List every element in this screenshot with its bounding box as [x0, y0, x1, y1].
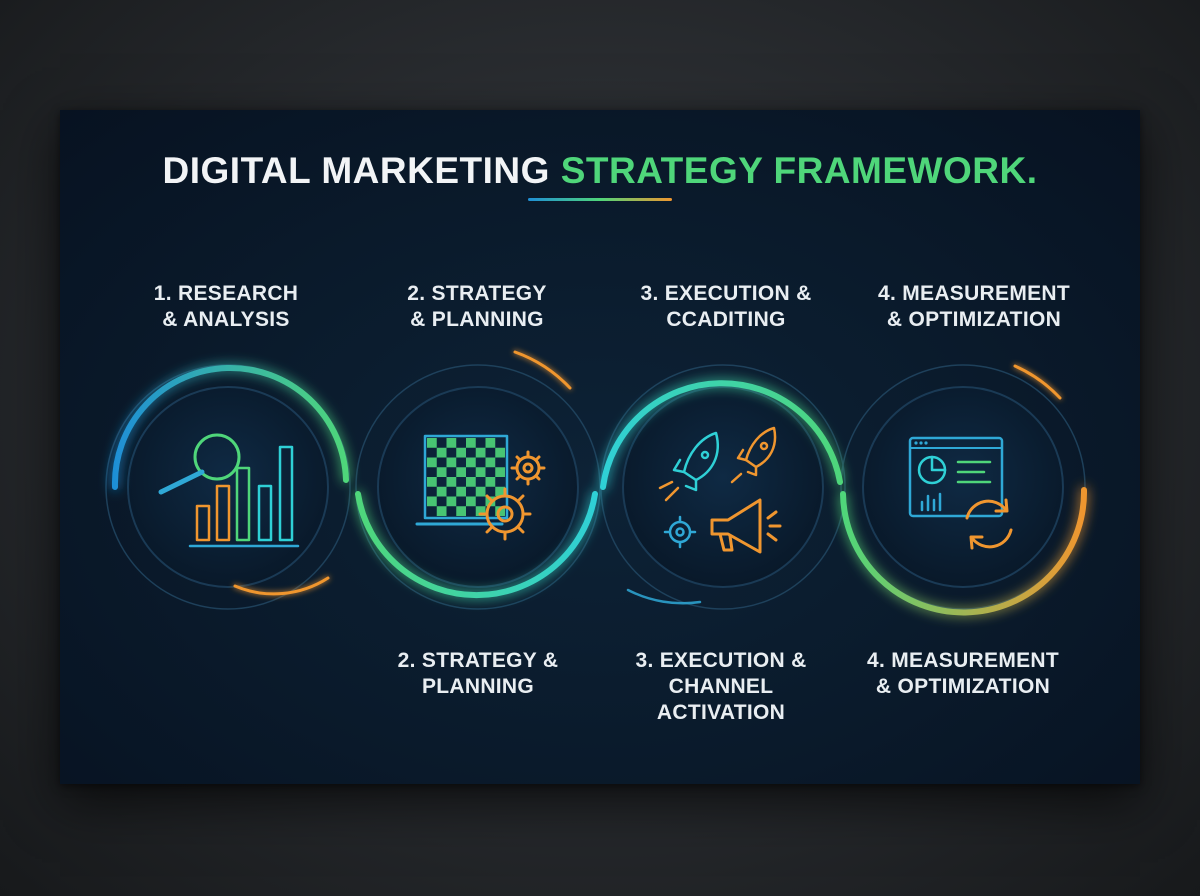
rocket-right — [730, 426, 777, 484]
chart-bar-2 — [215, 484, 231, 542]
stage-3-label-bottom-line2: CHANNEL — [668, 675, 774, 698]
chessboard-frame — [423, 434, 509, 520]
wave-arc-4 — [840, 487, 1088, 616]
megaphone — [710, 498, 782, 554]
magnifier-bar-chart-icon — [158, 433, 300, 548]
stage-3-label-bottom-line3: ACTIVATION — [656, 701, 786, 724]
stage-1-label-top: 1. RESEARCH & ANALYSIS — [106, 281, 346, 333]
chessboard-square — [485, 477, 496, 487]
refresh-arrows — [965, 498, 1013, 550]
stage-4-label-top-line1: 4. MEASUREMENT — [877, 282, 1071, 305]
chessboard-square — [485, 457, 496, 468]
stage-4-label-top: 4. MEASUREMENT & OPTIMIZATION — [854, 281, 1094, 333]
framework-panel: DIGITAL MARKETING STRATEGY FRAMEWORK. 1.… — [60, 110, 1140, 784]
chart-bar-4 — [257, 484, 273, 542]
stage-4-label-bottom-line1: 4. MEASUREMENT — [866, 649, 1060, 672]
magnifier-lens — [193, 433, 241, 481]
chessboard-square — [466, 438, 476, 448]
stage-4-label-bottom-line2: & OPTIMIZATION — [875, 675, 1051, 698]
chessboard-square — [446, 496, 457, 507]
wave-arc-3 — [600, 380, 843, 490]
magnifier-handle — [158, 469, 205, 495]
chessboard-square — [495, 486, 505, 497]
stage-4-label-bottom: 4. MEASUREMENT & OPTIMIZATION — [843, 648, 1083, 700]
chessboard-square — [485, 438, 496, 448]
page-title: DIGITAL MARKETING STRATEGY FRAMEWORK. — [60, 150, 1140, 192]
gear-large — [478, 487, 532, 541]
chessboard-square — [427, 457, 437, 468]
chessboard-square — [446, 457, 457, 468]
chessboard-square — [446, 477, 457, 487]
stage-4-disc — [862, 386, 1064, 588]
chessboard-square — [495, 467, 505, 477]
chessboard-gears-icon — [415, 434, 546, 541]
stage-1-label-top-line1: 1. RESEARCH — [153, 282, 299, 305]
stage-2-label-top: 2. STRATEGY & PLANNING — [357, 281, 597, 333]
wave-arc-1 — [111, 364, 349, 490]
chart-bar-3 — [235, 466, 251, 542]
window-dots — [914, 441, 928, 445]
accent-arc-2 — [513, 350, 572, 390]
chessboard-square — [436, 447, 447, 458]
glowing-connector-wave — [111, 364, 1088, 616]
chart-bar-5 — [278, 445, 294, 542]
accent-blue-arcs — [626, 588, 702, 605]
chessboard-square — [427, 496, 437, 507]
dashboard-lines — [956, 460, 992, 484]
rocket-left — [658, 431, 719, 502]
stage-4-outer-ring — [840, 364, 1086, 610]
chessboard-square — [475, 467, 486, 477]
chessboard-square — [475, 447, 486, 458]
rockets-megaphone-gear-icon — [658, 426, 782, 554]
dashboard-mini-bars — [920, 492, 942, 512]
wave-arc-2 — [355, 491, 598, 599]
title-part-2-highlight: STRATEGY FRAMEWORK. — [560, 150, 1038, 191]
stage-3-label-bottom-line1: 3. EXECUTION & — [635, 649, 807, 672]
chessboard-square — [456, 467, 466, 477]
stage-3-disc — [622, 386, 824, 588]
gear-small — [510, 450, 546, 486]
chessboard-square — [466, 477, 476, 487]
chessboard-square — [427, 477, 437, 487]
chessboard-square — [456, 506, 466, 516]
chessboard-square — [436, 467, 447, 477]
chart-bar-1 — [195, 504, 211, 542]
chessboard-square — [456, 486, 466, 497]
stage-2-label-bottom-line2: PLANNING — [421, 675, 535, 698]
stage-4-label-top-line2: & OPTIMIZATION — [886, 308, 1062, 331]
stage-2-label-bottom: 2. STRATEGY & PLANNING — [358, 648, 598, 700]
chessboard-square — [436, 486, 447, 497]
chessboard-square — [456, 447, 466, 458]
accent-arc-3 — [1013, 364, 1062, 400]
chessboard-square — [436, 506, 447, 516]
gear-small-stage3 — [663, 515, 697, 549]
accent-orange-arcs — [233, 350, 1062, 596]
stage-3-label-bottom: 3. EXECUTION & CHANNEL ACTIVATION — [601, 648, 841, 726]
chessboard-square — [446, 438, 457, 448]
title-part-1: DIGITAL MARKETING — [162, 150, 561, 191]
title-underline — [528, 198, 672, 201]
chessboard-square — [475, 506, 486, 516]
stage-2-label-bottom-line1: 2. STRATEGY & — [397, 649, 559, 672]
stage-2-label-top-line1: 2. STRATEGY — [407, 282, 547, 305]
dashboard-refresh-icon — [908, 436, 1013, 550]
accent-arc-1 — [233, 576, 330, 596]
chessboard-square — [495, 447, 505, 458]
dashboard-window — [908, 436, 1004, 518]
chessboard-square — [475, 486, 486, 497]
framework-diagram — [105, 350, 1088, 616]
stage-3-label-top-line2: CCADITING — [666, 308, 786, 331]
stage-1-label-top-line2: & ANALYSIS — [162, 308, 290, 331]
chessboard-squares — [427, 438, 505, 516]
accent-arc-4 — [626, 588, 702, 605]
chessboard-square — [466, 457, 476, 468]
stage-3-label-top: 3. EXECUTION & CCADITING — [606, 281, 846, 333]
chessboard-square — [427, 438, 437, 448]
stage-2-label-top-line2: & PLANNING — [410, 308, 544, 331]
chessboard-square — [466, 496, 476, 507]
stage-3-label-top-line1: 3. EXECUTION & — [640, 282, 812, 305]
